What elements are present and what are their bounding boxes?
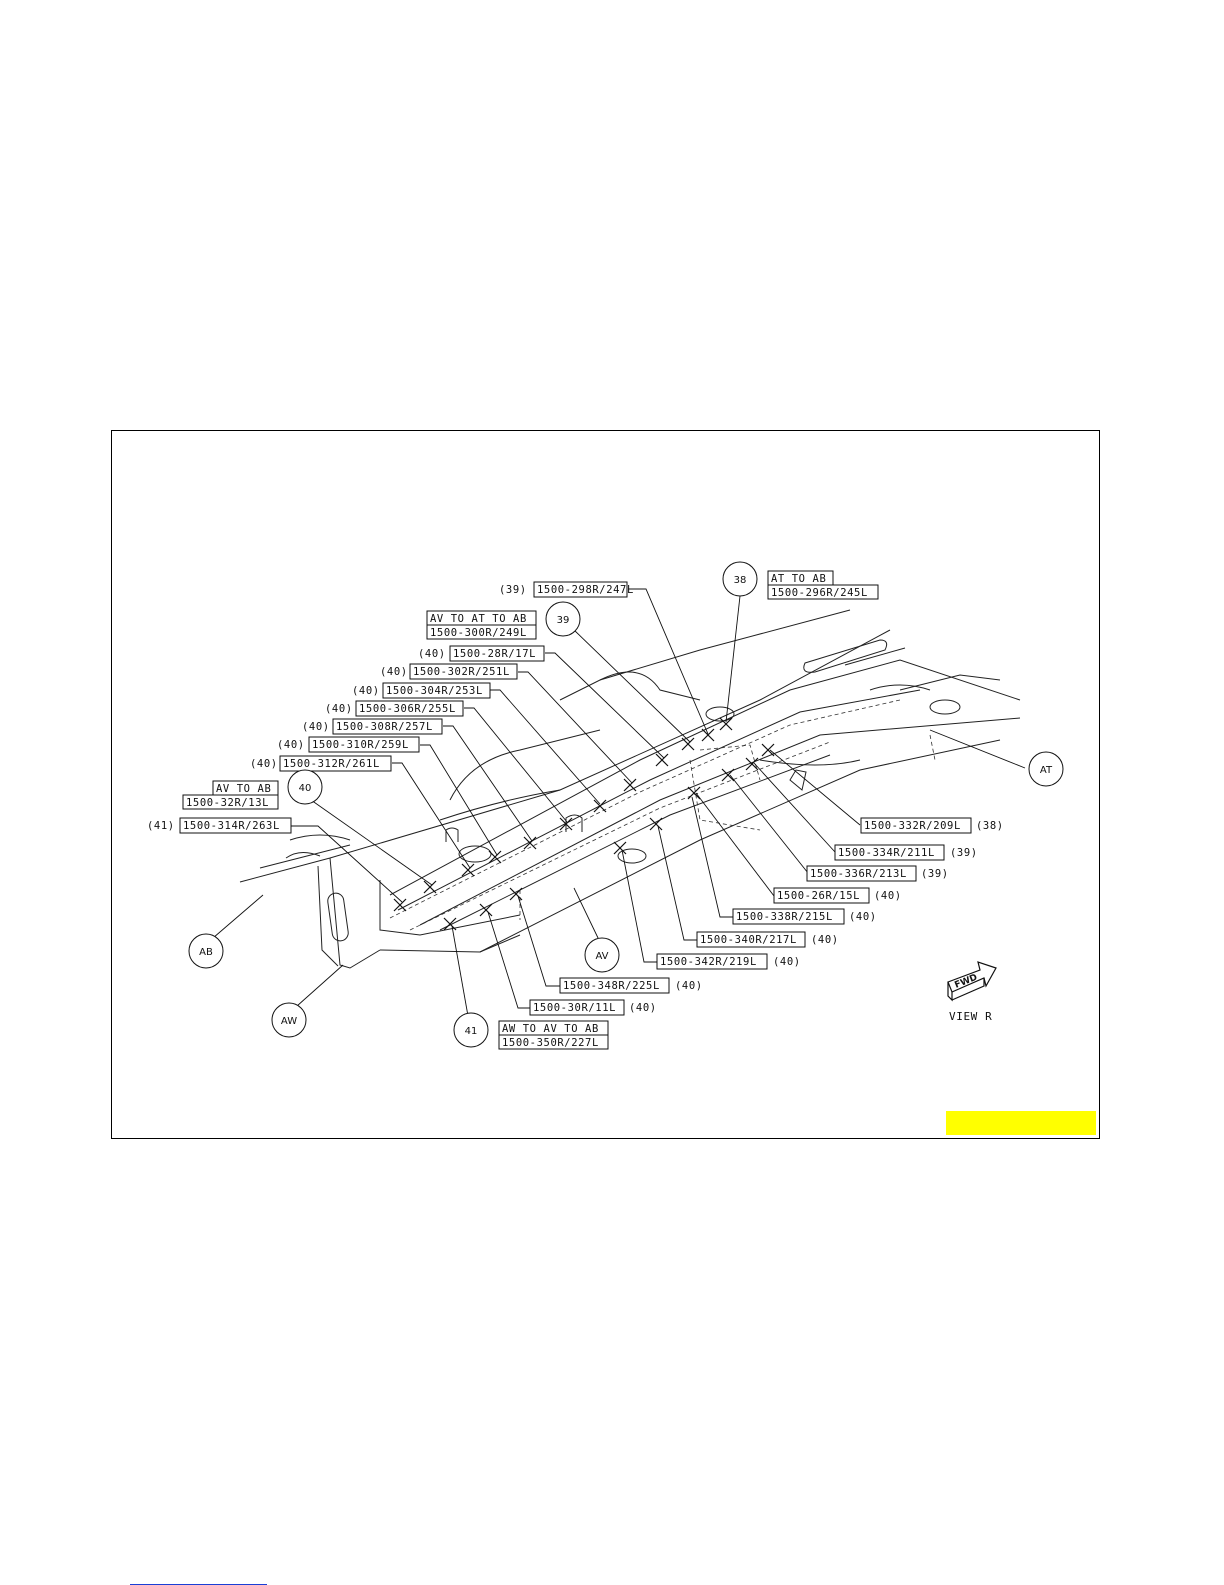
step-circle-39: 39 [557,615,570,626]
right-callouts: 1500-332R/209L (38) 1500-334R/211L (39) … [529,817,1004,1016]
callout-left-3: (40) 1500-302R/251L [380,663,518,680]
callout-right-4: 1500-26R/15L (40) [773,887,902,904]
view-label: VIEW R [949,1010,992,1023]
callout-step: (39) [499,584,527,596]
group-code: 1500-300R/249L [430,627,527,639]
part-circle-aw: AW [281,1016,297,1027]
callout-left-7: (40) 1500-310R/259L [277,736,420,753]
callout-right-8: 1500-348R/225L (40) [559,977,703,994]
part-circle-at: AT [1040,765,1053,776]
group-callout-41: 41 AW TO AV TO AB 1500-350R/227L [453,1012,609,1050]
left-callouts: (39) 1500-298R/247L (40) 1500-28R/17L (4… [147,581,634,834]
callout-code: 1500-306R/255L [359,703,456,715]
callout-step: (40) [277,739,305,751]
leader-lines [212,588,1026,1017]
callout-code: 1500-28R/17L [453,648,536,660]
part-circle-ab: AB [199,947,213,958]
step-circle-41: 41 [465,1026,478,1037]
callout-step: (38) [976,820,1004,832]
callout-code: 1500-310R/259L [312,739,409,751]
callout-code: 1500-340R/217L [700,934,797,946]
callout-left-4: (40) 1500-304R/253L [352,682,491,699]
callout-code: 1500-308R/257L [336,721,433,733]
callout-code: 1500-334R/211L [838,847,935,859]
floor-panel-artwork [239,609,1021,969]
callout-code: 1500-26R/15L [777,890,860,902]
callout-code: 1500-314R/263L [183,820,280,832]
callout-code: 1500-302R/251L [413,666,510,678]
callout-step: (41) [147,820,175,832]
group-code: 1500-350R/227L [502,1037,599,1049]
group-callout-40: 40 AV TO AB 1500-32R/13L [182,769,323,810]
part-circles: AB AW AV AT [188,751,1064,1038]
callout-step: (40) [629,1002,657,1014]
callout-step: (40) [675,980,703,992]
callout-left-1: (39) 1500-298R/247L [499,581,634,598]
callout-right-3: 1500-336R/213L (39) [806,865,949,882]
callout-code: 1500-336R/213L [810,868,907,880]
callout-right-1: 1500-332R/209L (38) [860,817,1004,834]
callout-code: 1500-342R/219L [660,956,757,968]
callout-step: (40) [352,685,380,697]
callout-left-6: (40) 1500-308R/257L [302,718,443,735]
callout-step: (40) [418,648,446,660]
callout-step: (40) [811,934,839,946]
part-circle-av: AV [595,951,608,962]
callout-code: 1500-332R/209L [864,820,961,832]
group-callout-39: 39 AV TO AT TO AB 1500-300R/249L [426,601,581,640]
callout-left-9: (41) 1500-314R/263L [147,817,292,834]
group-callout-38: 38 AT TO AB 1500-296R/245L [722,561,879,600]
callout-left-2: (40) 1500-28R/17L [418,645,545,662]
group-label: AV TO AT TO AB [430,613,527,625]
callout-code: 1500-304R/253L [386,685,483,697]
callout-step: (40) [250,758,278,770]
group-label: AV TO AB [216,783,271,795]
callout-right-9: 1500-30R/11L (40) [529,999,657,1016]
callout-left-8: (40) 1500-312R/261L [250,755,392,772]
callout-left-5: (40) 1500-306R/255L [325,700,464,717]
callout-code: 1500-338R/215L [736,911,833,923]
callout-code: 1500-30R/11L [533,1002,616,1014]
weld-spot-markers [393,717,775,931]
highlight-block [946,1111,1096,1135]
callout-step: (40) [380,666,408,678]
fwd-label: FWD [953,973,979,991]
callout-right-7: 1500-342R/219L (40) [656,953,801,970]
callout-step: (40) [874,890,902,902]
group-code: 1500-296R/245L [771,587,868,599]
callout-step: (40) [849,911,877,923]
callout-step: (39) [950,847,978,859]
callout-step: (39) [921,868,949,880]
callout-right-2: 1500-334R/211L (39) [834,844,978,861]
group-code: 1500-32R/13L [186,797,269,809]
diagram-frame [111,430,1100,1139]
fwd-arrow-icon: FWD [947,961,997,1002]
callout-code: 1500-348R/225L [563,980,660,992]
callout-right-5: 1500-338R/215L (40) [732,908,877,925]
step-circle-40: 40 [299,783,312,794]
callout-step: (40) [325,703,353,715]
callout-code: 1500-298R/247L [537,584,634,596]
callout-right-6: 1500-340R/217L (40) [696,931,839,948]
callout-step: (40) [773,956,801,968]
callout-code: 1500-312R/261L [283,758,380,770]
group-label: AT TO AB [771,573,826,585]
callout-step: (40) [302,721,330,733]
group-label: AW TO AV TO AB [502,1023,599,1035]
step-circle-38: 38 [734,575,747,586]
